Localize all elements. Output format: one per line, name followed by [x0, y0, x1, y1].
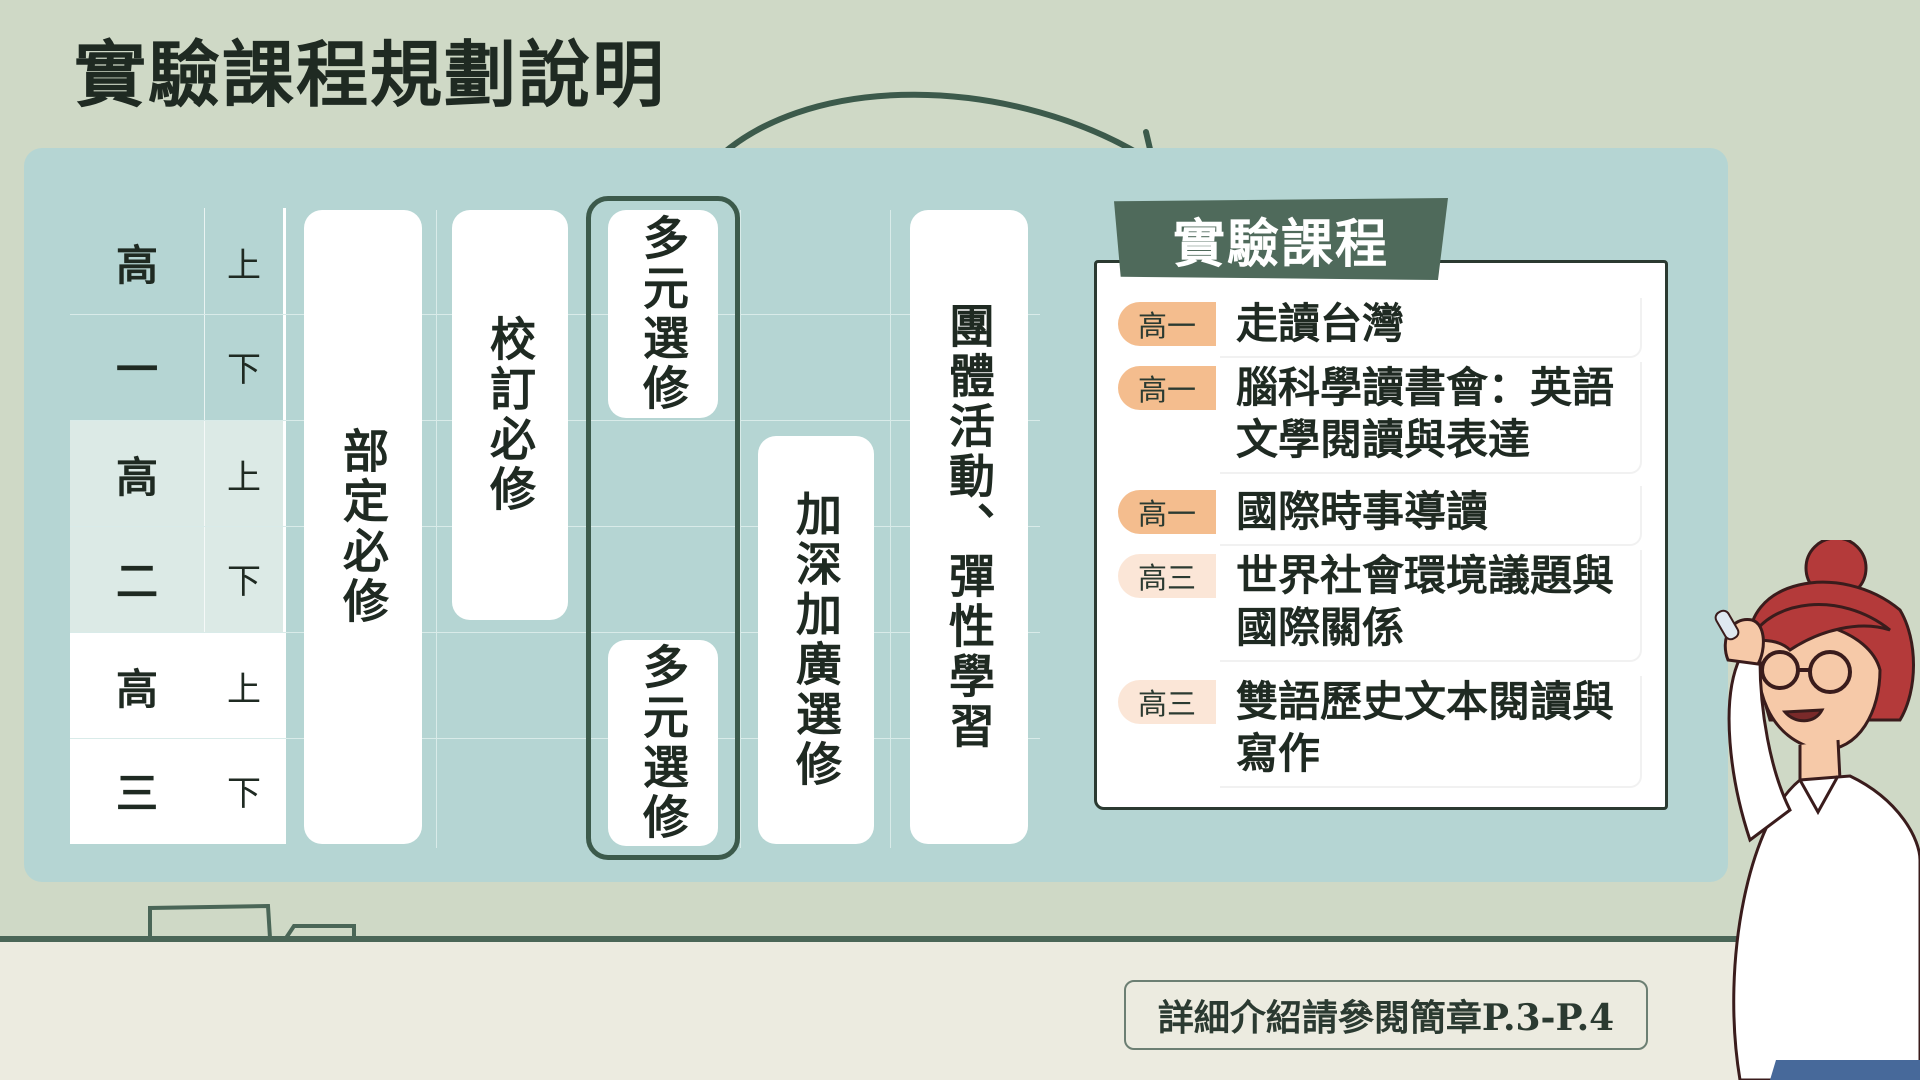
column-required-national-label: 部定必修: [336, 427, 390, 627]
course-title: 世界社會環境議題與國際關係: [1220, 550, 1642, 662]
grid-line: [436, 210, 437, 848]
page-title: 實驗課程規劃說明: [74, 32, 667, 117]
column-group-activity: 團體活動、彈性學習: [910, 210, 1028, 844]
grid-line: [70, 738, 1040, 739]
footer-note: 詳細介紹請參閱簡章P.3-P.4: [1124, 980, 1648, 1050]
column-required-school: 校訂必修: [452, 210, 568, 620]
course-item: 高三 雙語歷史文本閱讀與寫作: [1118, 676, 1642, 788]
grade-3-upper: 上: [227, 669, 261, 710]
course-grade-tag: 高一: [1118, 366, 1216, 410]
grid-line: [740, 210, 741, 848]
column-elective-multi-bottom-label: 多元選修: [636, 643, 690, 843]
grade-3-lower: 下: [227, 773, 261, 814]
grade-3-num: 三: [115, 768, 158, 818]
grid-line: [890, 210, 891, 848]
course-item: 高一 國際時事導讀: [1118, 486, 1642, 546]
course-item: 高一 走讀台灣: [1118, 298, 1642, 358]
course-title: 腦科學讀書會：英語文學閱讀與表達: [1220, 362, 1642, 474]
grid-line: [70, 632, 1040, 633]
course-item: 高三 世界社會環境議題與國際關係: [1118, 550, 1642, 662]
column-elective-multi-top-label: 多元選修: [636, 214, 690, 414]
column-elective-advanced-label: 加深加廣選修: [789, 490, 843, 790]
column-group-activity-label: 團體活動、彈性學習: [942, 302, 996, 752]
course-item: 高一 腦科學讀書會：英語文學閱讀與表達: [1118, 362, 1642, 474]
grade-1-lower: 下: [227, 349, 261, 390]
course-grade-tag: 高一: [1118, 490, 1216, 534]
eraser-icon: [148, 904, 356, 940]
grade-1-label: 高: [115, 240, 158, 290]
course-grade-tag: 高三: [1118, 680, 1216, 724]
grade-1-upper: 上: [227, 245, 261, 286]
shelf-edge: [0, 936, 1920, 942]
grade-2-upper: 上: [227, 457, 261, 498]
grade-3-label: 高: [115, 664, 158, 714]
column-elective-multi-bottom: 多元選修: [608, 640, 718, 846]
elective-highlight-outline: [586, 196, 740, 860]
column-elective-advanced: 加深加廣選修: [758, 436, 874, 844]
course-title: 國際時事導讀: [1220, 486, 1642, 546]
grade-1-num: 一: [115, 344, 158, 394]
grade-2-num: 二: [115, 556, 158, 606]
column-elective-multi-top: 多元選修: [608, 210, 718, 418]
course-grade-tag: 高三: [1118, 554, 1216, 598]
experiment-banner: 實驗課程: [1114, 198, 1448, 280]
column-required-national: 部定必修: [304, 210, 422, 844]
grade-2-lower: 下: [227, 561, 261, 602]
column-required-school-label: 校訂必修: [483, 315, 537, 515]
course-title: 走讀台灣: [1220, 298, 1642, 358]
teacher-illustration-icon: [1714, 540, 1920, 1080]
course-title: 雙語歷史文本閱讀與寫作: [1220, 676, 1642, 788]
grade-2-label: 高: [115, 452, 158, 502]
course-grade-tag: 高一: [1118, 302, 1216, 346]
